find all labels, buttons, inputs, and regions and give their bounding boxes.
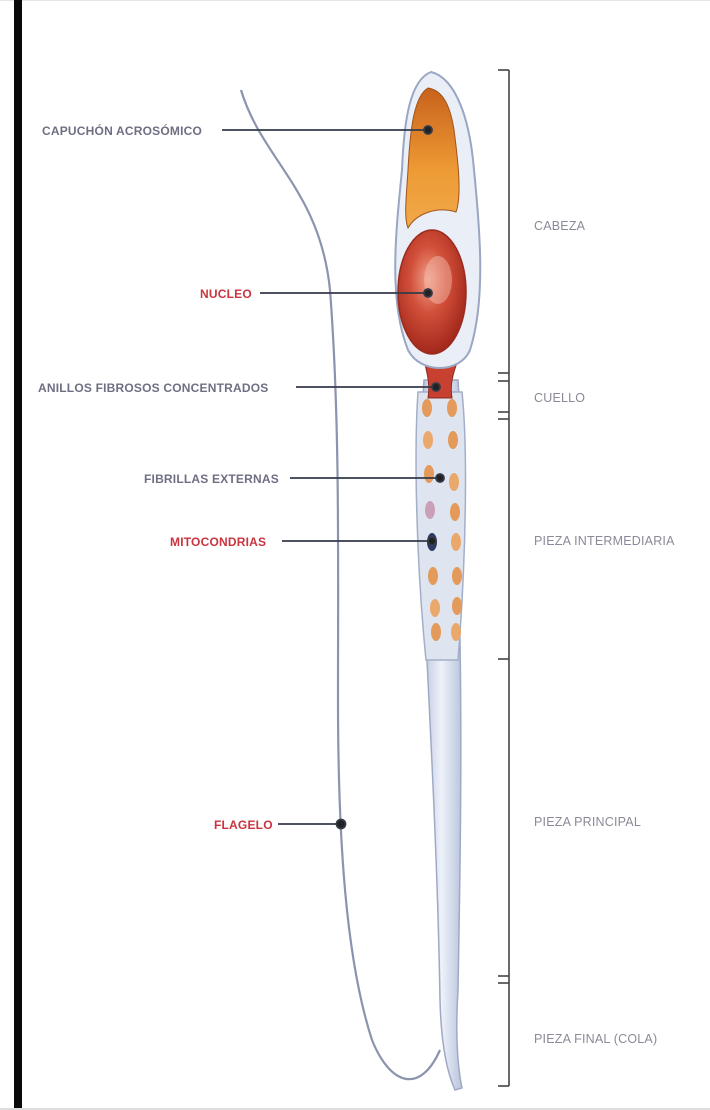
label-midpiece: PIEZA INTERMEDIARIA: [534, 534, 675, 548]
label-neck: CUELLO: [534, 391, 585, 405]
label-acrosomal-cap: CAPUCHÓN ACROSÓMICO: [42, 123, 202, 138]
label-outer-fibrils: FIBRILLAS EXTERNAS: [144, 472, 279, 486]
label-end-piece: PIEZA FINAL (COLA): [534, 1032, 657, 1046]
label-principal-piece: PIEZA PRINCIPAL: [534, 815, 641, 829]
label-nucleus: NUCLEO: [200, 287, 252, 301]
section-bracket: [498, 70, 509, 1086]
label-mitochondria: MITOCONDRIAS: [170, 535, 266, 549]
label-head: CABEZA: [534, 219, 586, 233]
midpiece-sheath: [416, 392, 465, 660]
label-fibrous-rings: ANILLOS FIBROSOS CONCENTRADOS: [38, 381, 268, 395]
label-flagellum: FLAGELO: [214, 818, 273, 832]
